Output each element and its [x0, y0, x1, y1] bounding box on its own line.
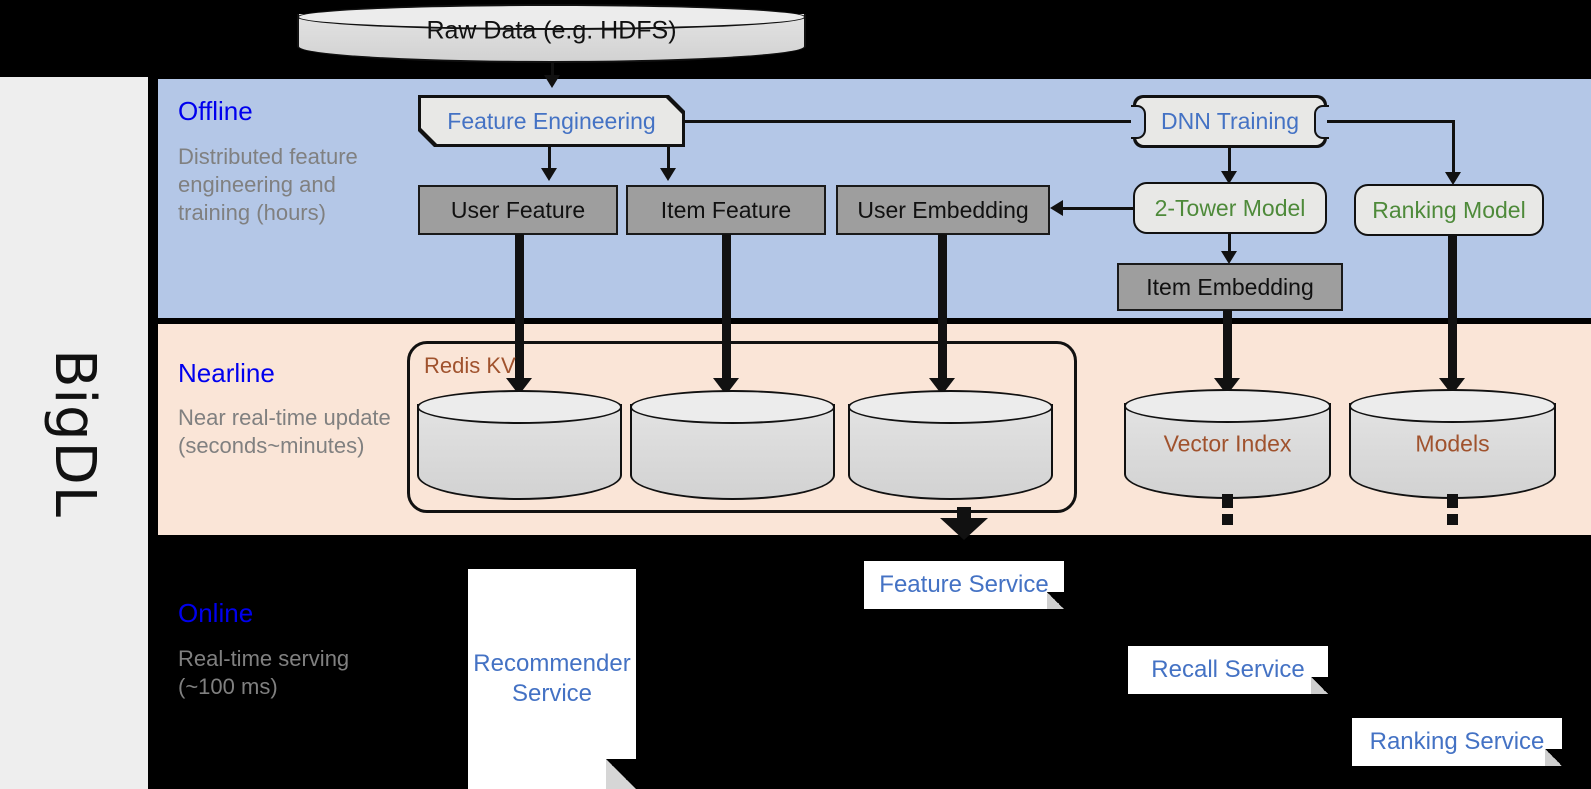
- models-label: Models: [1415, 430, 1490, 457]
- feature-engineering-node[interactable]: Feature Engineering: [418, 95, 685, 147]
- user-embedding-label: User Embedding: [857, 196, 1029, 223]
- connector-twotower-to-userembedding: [1063, 207, 1135, 210]
- redis-cylinder-item-feature[interactable]: [630, 390, 835, 500]
- models-cylinder[interactable]: Models: [1349, 389, 1556, 499]
- feature-engineering-face: Feature Engineering: [421, 98, 682, 144]
- flow-userembedding-to-kv: [938, 234, 947, 386]
- connector-fe-to-itemfeature: [667, 147, 670, 174]
- arrowhead-fe-to-itemfeature: [660, 168, 676, 181]
- two-tower-model-node[interactable]: 2-Tower Model: [1133, 182, 1327, 234]
- dnn-right-notch: [1314, 104, 1329, 139]
- raw-data-cylinder: Raw Data (e.g. HDFS): [297, 4, 806, 63]
- cylinder-top: [630, 390, 835, 424]
- page-fold-icon: [606, 759, 636, 789]
- flow-itemembedding-to-vectorindex: [1223, 310, 1232, 386]
- arrowhead-dnn-to-twotower: [1221, 171, 1237, 184]
- redis-kv-container: [407, 341, 1077, 513]
- item-embedding-node[interactable]: Item Embedding: [1117, 263, 1343, 311]
- connector-fe-to-userfeature: [548, 147, 551, 174]
- arrowhead-dnn-to-ranking: [1445, 172, 1461, 185]
- user-feature-label: User Feature: [450, 196, 586, 223]
- bigdl-sidebar: BigDL: [0, 77, 148, 789]
- flow-models-dash-2: [1447, 514, 1458, 525]
- page-fold-icon: [1047, 592, 1064, 609]
- dnn-training-label: DNN Training: [1160, 108, 1300, 134]
- flow-rankingmodel-to-models: [1448, 235, 1457, 386]
- offline-title: Offline: [178, 96, 253, 126]
- raw-data-label: Raw Data (e.g. HDFS): [426, 16, 677, 45]
- recommender-service-label: Recommender Service: [473, 650, 631, 707]
- arrowhead-twotower-to-userembedding: [1050, 200, 1063, 216]
- connector-fe-to-dnn: [684, 120, 1149, 123]
- connector-rawdata-to-fe: [551, 63, 554, 85]
- ranking-service-node[interactable]: Ranking Service: [1352, 718, 1562, 766]
- flow-vectorindex-dash-1: [1222, 494, 1233, 508]
- arrowhead-rawdata-to-fe: [544, 75, 560, 88]
- recall-service-node[interactable]: Recall Service: [1128, 646, 1328, 694]
- cylinder-top: [848, 390, 1053, 424]
- connector-dnn-to-twotower: [1228, 148, 1231, 180]
- ranking-model-label: Ranking Model: [1372, 196, 1526, 223]
- flow-userfeature-to-kv: [515, 234, 524, 386]
- ranking-model-node[interactable]: Ranking Model: [1354, 184, 1544, 236]
- feature-engineering-label: Feature Engineering: [447, 107, 656, 134]
- item-feature-label: Item Feature: [660, 196, 792, 223]
- redis-cylinder-user-feature[interactable]: [417, 390, 622, 500]
- cylinder-top: [1124, 389, 1331, 423]
- feature-service-label: Feature Service: [879, 571, 1049, 598]
- dnn-left-notch: [1131, 104, 1146, 139]
- cylinder-top: [297, 4, 806, 30]
- nearline-subtitle: Near real-time update (seconds~minutes): [178, 405, 391, 459]
- vector-index-cylinder[interactable]: Vector Index: [1124, 389, 1331, 499]
- vector-index-label: Vector Index: [1163, 430, 1292, 457]
- page-fold-icon: [1311, 677, 1328, 694]
- recall-service-label: Recall Service: [1151, 656, 1305, 683]
- bigdl-logo-label: BigDL: [0, 77, 148, 789]
- arrowhead-fe-to-userfeature: [541, 168, 557, 181]
- user-embedding-node[interactable]: User Embedding: [836, 185, 1050, 235]
- two-tower-model-label: 2-Tower Model: [1154, 194, 1306, 221]
- bigdl-text: BigDL: [41, 348, 107, 518]
- item-embedding-label: Item Embedding: [1146, 273, 1314, 300]
- connector-twotower-to-itemembedding: [1228, 234, 1231, 260]
- flow-redis-to-featureservice-stub: [957, 507, 971, 521]
- cylinder-top: [417, 390, 622, 424]
- flow-vectorindex-dash-2: [1222, 514, 1233, 525]
- recommender-service-node[interactable]: Recommender Service: [468, 569, 636, 789]
- arrowhead-twotower-to-itemembedding: [1221, 251, 1237, 264]
- user-feature-node[interactable]: User Feature: [418, 185, 618, 235]
- dnn-training-face: DNN Training: [1136, 98, 1324, 145]
- nearline-title: Nearline: [178, 358, 275, 388]
- feature-service-node[interactable]: Feature Service: [864, 561, 1064, 609]
- online-subtitle: Real-time serving (~100 ms): [178, 646, 350, 700]
- cylinder-top: [1349, 389, 1556, 423]
- item-feature-node[interactable]: Item Feature: [626, 185, 826, 235]
- redis-cylinder-user-embedding[interactable]: [848, 390, 1053, 500]
- flow-models-dash-1: [1447, 494, 1458, 508]
- connector-dnn-to-ranking-h: [1327, 120, 1454, 123]
- ranking-service-label: Ranking Service: [1369, 728, 1545, 755]
- arrowhead-redis-to-featureservice: [940, 518, 988, 540]
- page-fold-icon: [1545, 749, 1562, 766]
- connector-dnn-to-ranking-v: [1452, 120, 1455, 178]
- redis-kv-label: Redis KV: [424, 353, 516, 378]
- online-title: Online: [178, 598, 254, 628]
- offline-subtitle: Distributed feature engineering and trai…: [178, 144, 358, 226]
- dnn-training-node[interactable]: DNN Training: [1131, 95, 1329, 148]
- flow-itemfeature-to-kv: [722, 234, 731, 386]
